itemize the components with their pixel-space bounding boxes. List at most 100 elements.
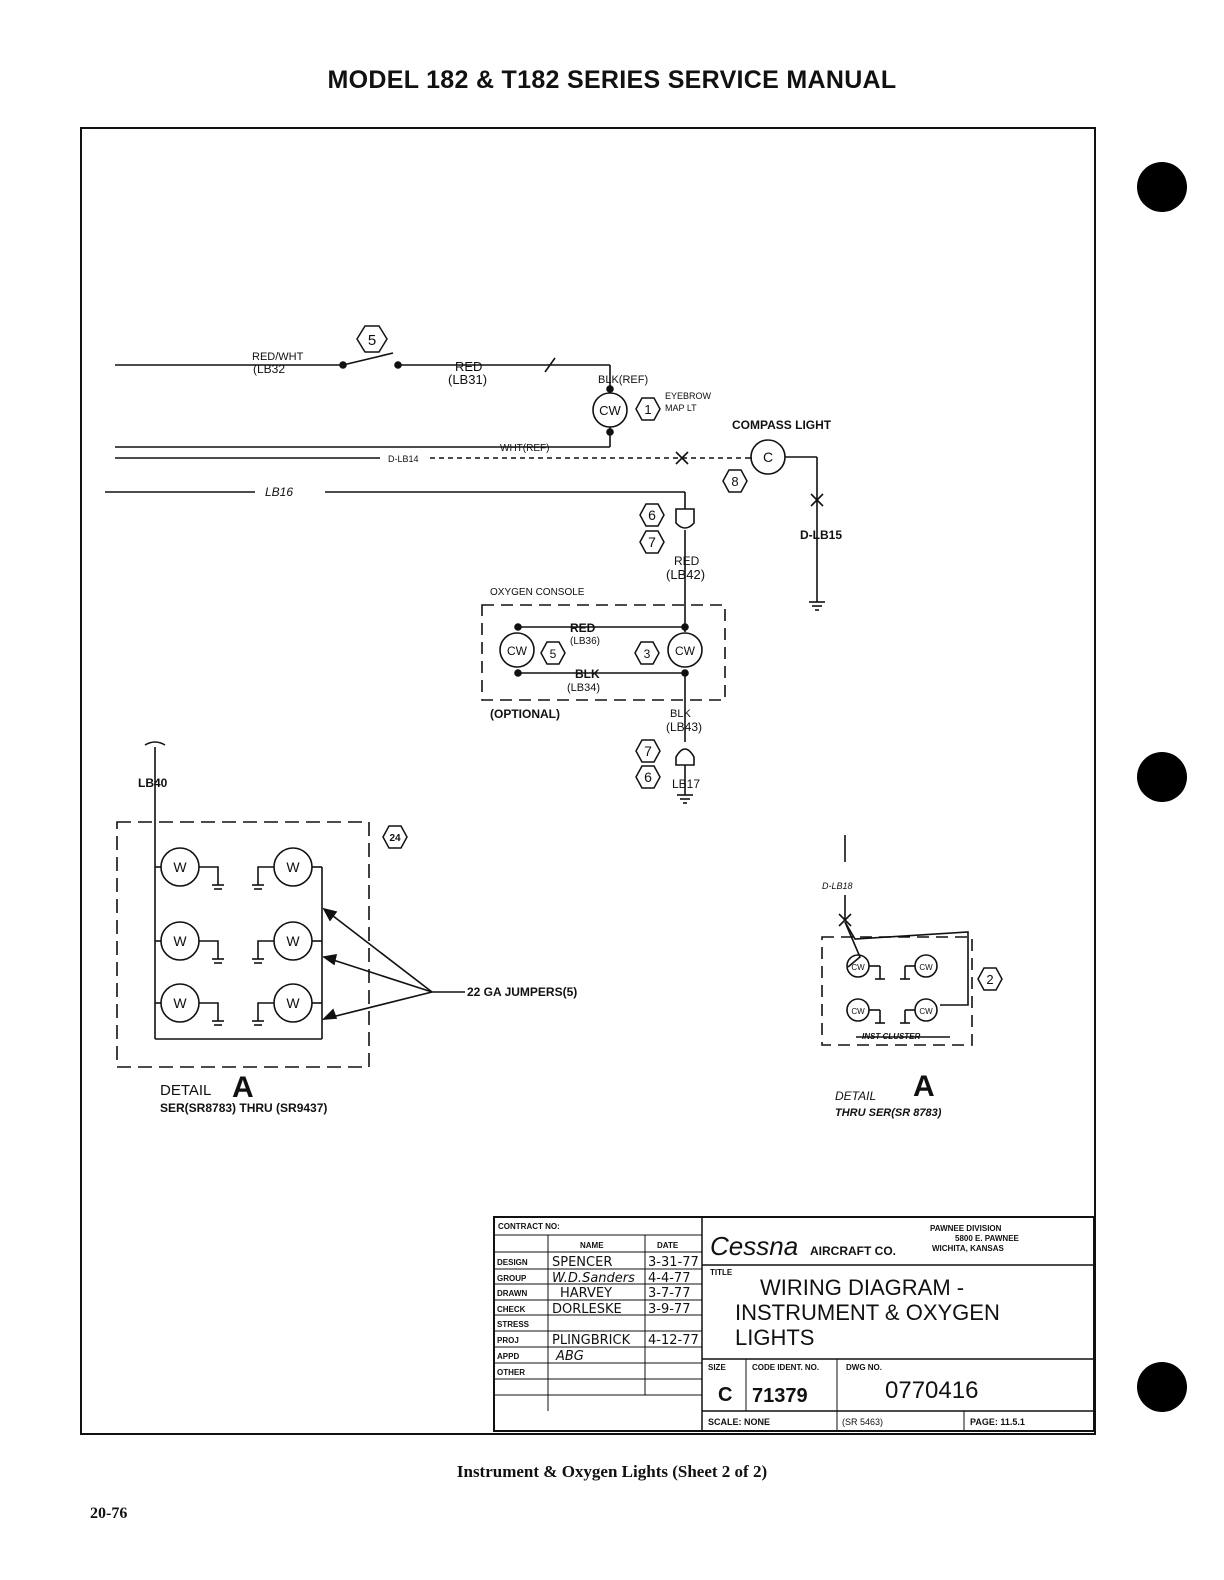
punch-hole-middle xyxy=(1137,752,1187,802)
w-lamp-6: W xyxy=(286,995,300,1011)
jumpers-label: 22 GA JUMPERS(5) xyxy=(467,985,577,999)
w-lamp-2: W xyxy=(173,933,187,949)
tb-date-proj: 4-12-77 xyxy=(648,1333,699,1348)
wire-red-top: RED xyxy=(455,359,482,374)
detail-right-letter: A xyxy=(913,1070,935,1103)
detail-left-range: SER(SR8783) THRU (SR9437) xyxy=(160,1101,327,1115)
wire-lb43: (LB43) xyxy=(666,720,702,734)
callout-5-console: 5 xyxy=(550,647,557,661)
page-header: MODEL 182 & T182 SERIES SERVICE MANUAL xyxy=(327,66,897,94)
punch-hole-bottom xyxy=(1137,1362,1187,1412)
w-lamp-4: W xyxy=(286,859,300,875)
wire-d-lb15: D-LB15 xyxy=(800,528,842,542)
tb-date-group: 4-4-77 xyxy=(648,1271,690,1286)
tb-title-line-3: LIGHTS xyxy=(735,1325,814,1350)
wire-lb36: (LB36) xyxy=(570,636,600,647)
eyebrow-label-1: EYEBROW xyxy=(665,391,712,401)
tb-title-line-1: WIRING DIAGRAM - xyxy=(760,1275,964,1300)
tb-name-group: W.D.Sanders xyxy=(552,1271,635,1286)
wire-lb17: LB17 xyxy=(672,777,700,791)
tb-role-check: CHECK xyxy=(497,1305,526,1314)
tb-name-design: SPENCER xyxy=(552,1255,612,1270)
callout-7-mid: 7 xyxy=(648,534,656,550)
w-lamp-1: W xyxy=(173,859,187,875)
cw-cluster-2: CW xyxy=(919,963,933,972)
tb-role-other: OTHER xyxy=(497,1368,525,1377)
tb-role-design: DESIGN xyxy=(497,1258,528,1267)
wire-lb32: (LB32 xyxy=(253,362,285,376)
tb-title-label: TITLE xyxy=(710,1268,733,1277)
tb-col-date: DATE xyxy=(657,1241,679,1250)
tb-code: 71379 xyxy=(752,1385,808,1407)
wire-d-lb18: D-LB18 xyxy=(822,881,853,891)
cw-cluster-1: CW xyxy=(851,963,865,972)
tb-name-drawn: HARVEY xyxy=(560,1286,612,1301)
wire-d-lb14: D-LB14 xyxy=(388,454,419,464)
cw-console-left-label: CW xyxy=(507,644,528,658)
detail-right-range: THRU SER(SR 8783) xyxy=(835,1107,942,1119)
page-number: 20-76 xyxy=(90,1505,128,1522)
tb-division-1: PAWNEE DIVISION xyxy=(930,1224,1002,1233)
wire-lb40: LB40 xyxy=(138,776,168,790)
wire-lb31: (LB31) xyxy=(448,372,487,387)
cw-eyebrow-label: CW xyxy=(599,403,621,418)
callout-7-low: 7 xyxy=(644,743,652,759)
tb-ref: (SR 5463) xyxy=(842,1417,883,1427)
tb-size-label: SIZE xyxy=(708,1363,726,1372)
callout-2: 2 xyxy=(986,972,993,987)
inst-cluster-label: INST CLUSTER xyxy=(862,1032,920,1041)
tb-role-drawn: DRAWN xyxy=(497,1289,527,1298)
wire-blk-low: BLK xyxy=(670,708,691,720)
w-lamp-5: W xyxy=(286,933,300,949)
detail-right-title: DETAIL xyxy=(835,1089,876,1103)
tb-name-check: DORLESKE xyxy=(552,1302,622,1317)
tb-role-stress: STRESS xyxy=(497,1320,530,1329)
wire-red-wht: RED/WHT xyxy=(252,351,304,363)
eyebrow-label-2: MAP LT xyxy=(665,403,697,413)
tb-contract: CONTRACT NO: xyxy=(498,1222,560,1231)
callout-1: 1 xyxy=(644,402,651,417)
wiring-diagram: 5 1 8 6 7 5 3 7 6 24 2 CW C CW CW W W W … xyxy=(105,325,1095,1432)
tb-page: PAGE: 11.5.1 xyxy=(970,1417,1025,1427)
tb-dwg-label: DWG NO. xyxy=(846,1363,882,1372)
callout-8: 8 xyxy=(731,474,738,489)
wire-blk-ref: BLK(REF) xyxy=(598,374,648,386)
callout-3-console: 3 xyxy=(644,647,651,661)
wire-red-mid: RED xyxy=(674,554,700,568)
detail-left-letter: A xyxy=(232,1071,254,1104)
tb-scale: SCALE: NONE xyxy=(708,1417,770,1427)
tb-code-label: CODE IDENT. NO. xyxy=(752,1363,819,1372)
tb-company-logo: Cessna xyxy=(710,1231,798,1261)
compass-light-label: COMPASS LIGHT xyxy=(732,418,832,432)
wire-lb16: LB16 xyxy=(265,485,293,499)
optional-label: (OPTIONAL) xyxy=(490,707,560,721)
tb-date-design: 3-31-77 xyxy=(648,1255,699,1270)
oxygen-console-label: OXYGEN CONSOLE xyxy=(490,587,585,598)
callout-24: 24 xyxy=(389,833,401,844)
w-lamp-3: W xyxy=(173,995,187,1011)
tb-date-check: 3-9-77 xyxy=(648,1302,690,1317)
wire-blk-console: BLK xyxy=(575,667,600,681)
tb-name-appd: ABG xyxy=(555,1349,584,1364)
detail-left-title: DETAIL xyxy=(160,1082,211,1099)
cw-cluster-3: CW xyxy=(851,1007,865,1016)
tb-name-proj: PLINGBRICK xyxy=(552,1333,631,1348)
tb-date-drawn: 3-7-77 xyxy=(648,1286,690,1301)
tb-division-3: WICHITA, KANSAS xyxy=(932,1244,1005,1253)
wire-red-console: RED xyxy=(570,621,596,635)
drawing-frame xyxy=(80,127,1096,1435)
tb-role-appd: APPD xyxy=(497,1352,519,1361)
cw-console-right-label: CW xyxy=(675,644,696,658)
callout-6-mid: 6 xyxy=(648,507,656,523)
callout-5-top: 5 xyxy=(368,332,376,349)
figure-caption: Instrument & Oxygen Lights (Sheet 2 of 2… xyxy=(456,1462,768,1481)
tb-division-2: 5800 E. PAWNEE xyxy=(955,1234,1020,1243)
wire-lb34: (LB34) xyxy=(567,682,600,694)
compass-lamp-label: C xyxy=(763,449,773,465)
tb-size: C xyxy=(718,1384,732,1406)
tb-col-name: NAME xyxy=(580,1241,604,1250)
wire-wht-ref: WHT(REF) xyxy=(500,443,549,454)
tb-role-proj: PROJ xyxy=(497,1336,519,1345)
wire-lb42: (LB42) xyxy=(666,567,705,582)
punch-hole-top xyxy=(1137,162,1187,212)
